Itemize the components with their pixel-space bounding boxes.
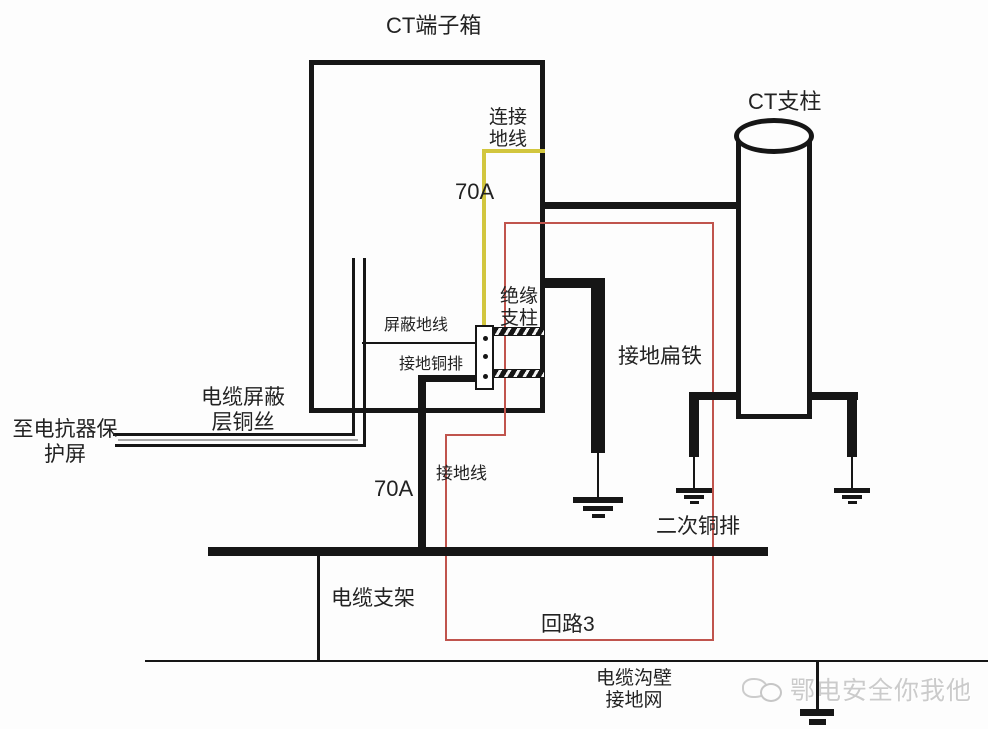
terminal-dot: [483, 354, 488, 359]
cable-shield-wire-core: [118, 439, 358, 441]
grounding-copper-busbar-line: [422, 375, 477, 382]
ground-symbol: [583, 506, 613, 511]
loop3-top-segment: [504, 222, 714, 224]
ground-grid-line: [145, 660, 988, 662]
current-70a-top-label: 70A: [455, 179, 495, 204]
ct-column-label: CT支柱: [748, 89, 822, 114]
ground-symbol: [842, 495, 862, 499]
grounding-copper-busbar-label: 接地铜排: [399, 356, 464, 373]
column-left-leg-arm: [692, 392, 738, 400]
cable-shield-copper-wire-label: 电缆屏蔽 层铜丝: [201, 386, 285, 434]
cable-support-bar: [208, 547, 768, 556]
flat-iron-connector-bar: [543, 278, 600, 288]
watermark-text: 鄂电安全你我他: [790, 677, 973, 705]
column-left-leg-bar: [689, 392, 699, 457]
watermark-doodle-icon: [760, 683, 782, 702]
grid-ground-lead: [816, 660, 819, 709]
loop3-label: 回路3: [541, 613, 595, 636]
cable-shield-wire-vertical-right: [363, 258, 366, 447]
cable-shield-wire-vertical-left: [352, 258, 355, 436]
loop3-jog-segment: [445, 434, 506, 436]
to-reactor-protection-panel-label: 至电抗器保 护屏: [12, 418, 118, 466]
grounding-flat-iron-bar: [591, 278, 605, 453]
ground-symbol: [676, 488, 712, 493]
ct-column-body: [736, 136, 812, 419]
terminal-dot: [483, 336, 488, 341]
grounding-flat-iron-label: 接地扁铁: [618, 345, 702, 368]
ground-symbol: [834, 488, 870, 493]
connecting-ground-wire-horizontal: [482, 149, 545, 153]
terminal-dot: [483, 374, 488, 379]
loop3-bottom-segment: [445, 639, 714, 641]
cable-support-label: 电缆支架: [331, 587, 415, 610]
cable-support-leg: [317, 556, 320, 662]
cable-shield-wire-horizontal-lower: [115, 444, 366, 447]
ground-symbol: [848, 501, 857, 504]
grounding-copper-busbar-downlead: [418, 375, 426, 552]
box-to-column-busbar: [543, 202, 738, 209]
ground-symbol: [592, 514, 605, 518]
loop3-right-segment: [712, 222, 714, 641]
insulating-post-label: 绝缘 支柱: [499, 286, 538, 330]
ct-terminal-box-label: CT端子箱: [386, 13, 482, 38]
flat-iron-ground-lead: [597, 453, 599, 498]
ground-symbol: [800, 709, 834, 716]
ground-symbol: [684, 495, 704, 499]
grounding-wire-label: 接地线: [436, 464, 487, 483]
ct-terminal-box-outline: [309, 60, 545, 413]
cable-trench-ground-grid-label: 电缆沟壁 接地网: [595, 668, 672, 712]
loop3-left-lower-segment: [445, 434, 447, 641]
secondary-copper-busbar-label: 二次铜排: [656, 515, 740, 538]
current-70a-bottom-label: 70A: [374, 476, 414, 501]
ground-terminal-block: [475, 325, 494, 390]
shield-ground-wire-label: 屏蔽地线: [384, 317, 449, 334]
connecting-ground-wire-vertical: [482, 149, 486, 327]
ground-symbol: [690, 501, 699, 504]
shield-ground-wire-line: [362, 342, 475, 344]
insulating-post-upper: [493, 327, 544, 336]
ground-symbol: [573, 497, 623, 503]
column-right-leg-arm: [810, 392, 858, 400]
cable-shield-wire-horizontal-upper: [113, 433, 355, 436]
column-right-ground-lead: [851, 457, 853, 488]
ground-symbol: [809, 719, 826, 725]
ct-column-top-ellipse: [734, 118, 814, 154]
column-right-leg-bar: [847, 392, 857, 457]
connecting-ground-wire-label: 连接 地线: [488, 107, 527, 151]
column-left-ground-lead: [693, 457, 695, 488]
insulating-post-lower: [493, 369, 544, 378]
